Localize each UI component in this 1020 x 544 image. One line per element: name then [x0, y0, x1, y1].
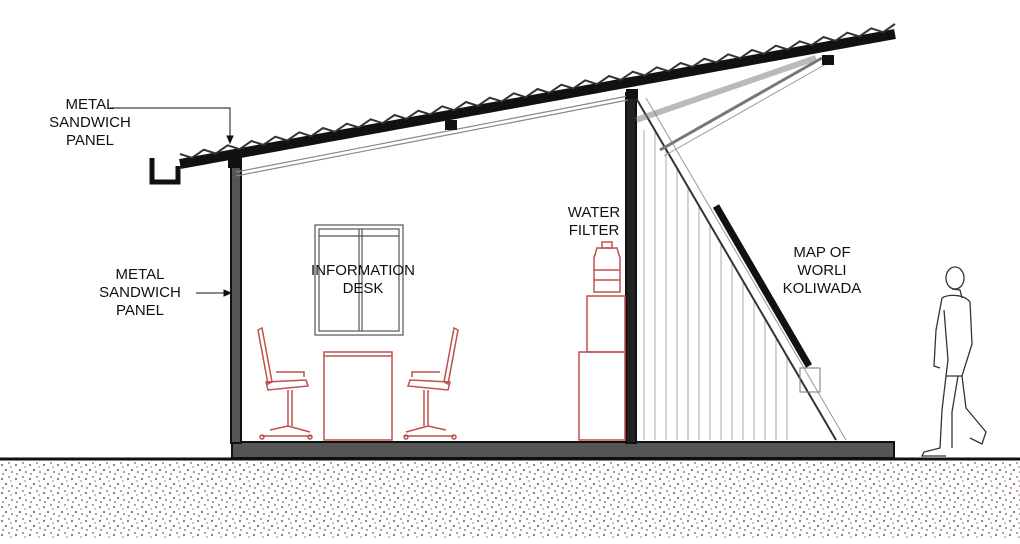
label-line: DESK [342, 280, 384, 297]
label-line: SANDWICH [49, 114, 131, 131]
label-line: KOLIWADA [782, 280, 862, 297]
facade-slats [643, 130, 788, 440]
left-wall-panel [230, 162, 242, 444]
label-roof-panel: METAL SANDWICH PANEL [38, 96, 142, 150]
roof [179, 23, 896, 177]
label-info-desk: INFORMATION DESK [300, 262, 426, 298]
label-line: INFORMATION [311, 262, 415, 279]
label-line: MAP OF [793, 244, 851, 261]
label-line: SANDWICH [99, 284, 181, 301]
label-line: FILTER [568, 222, 620, 239]
water-filter [578, 241, 626, 441]
leader-lines [110, 107, 234, 297]
label-line: METAL [115, 266, 165, 283]
label-line: PANEL [115, 302, 165, 319]
ground-soil [0, 460, 1020, 539]
right-column [625, 92, 637, 444]
window [314, 224, 404, 336]
map-board [635, 55, 847, 441]
label-wall-panel: METAL SANDWICH PANEL [88, 266, 192, 320]
label-line: WORLI [797, 262, 847, 279]
chair-right [403, 326, 459, 440]
floor-slab [231, 441, 895, 459]
label-line: PANEL [65, 132, 115, 149]
label-line: METAL [65, 96, 115, 113]
desk [323, 351, 393, 441]
furniture [257, 241, 626, 441]
label-water-filter: WATER FILTER [560, 204, 628, 240]
human-figure [920, 266, 987, 457]
label-map: MAP OF WORLI KOLIWADA [772, 244, 872, 298]
chair-left [257, 326, 313, 440]
gutter [149, 158, 181, 185]
label-line: WATER [567, 204, 621, 221]
